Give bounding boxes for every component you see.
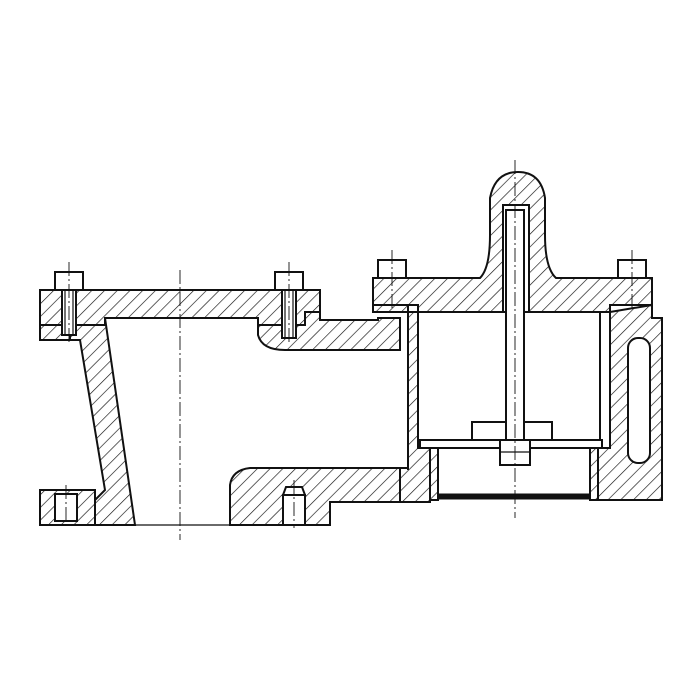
center-lines — [65, 160, 633, 540]
connecting-duct — [257, 311, 401, 351]
outlet-opening — [105, 317, 258, 526]
left-bottom-flange — [39, 489, 96, 526]
right-chamber-housing — [372, 303, 663, 503]
bottom-base — [229, 467, 401, 526]
